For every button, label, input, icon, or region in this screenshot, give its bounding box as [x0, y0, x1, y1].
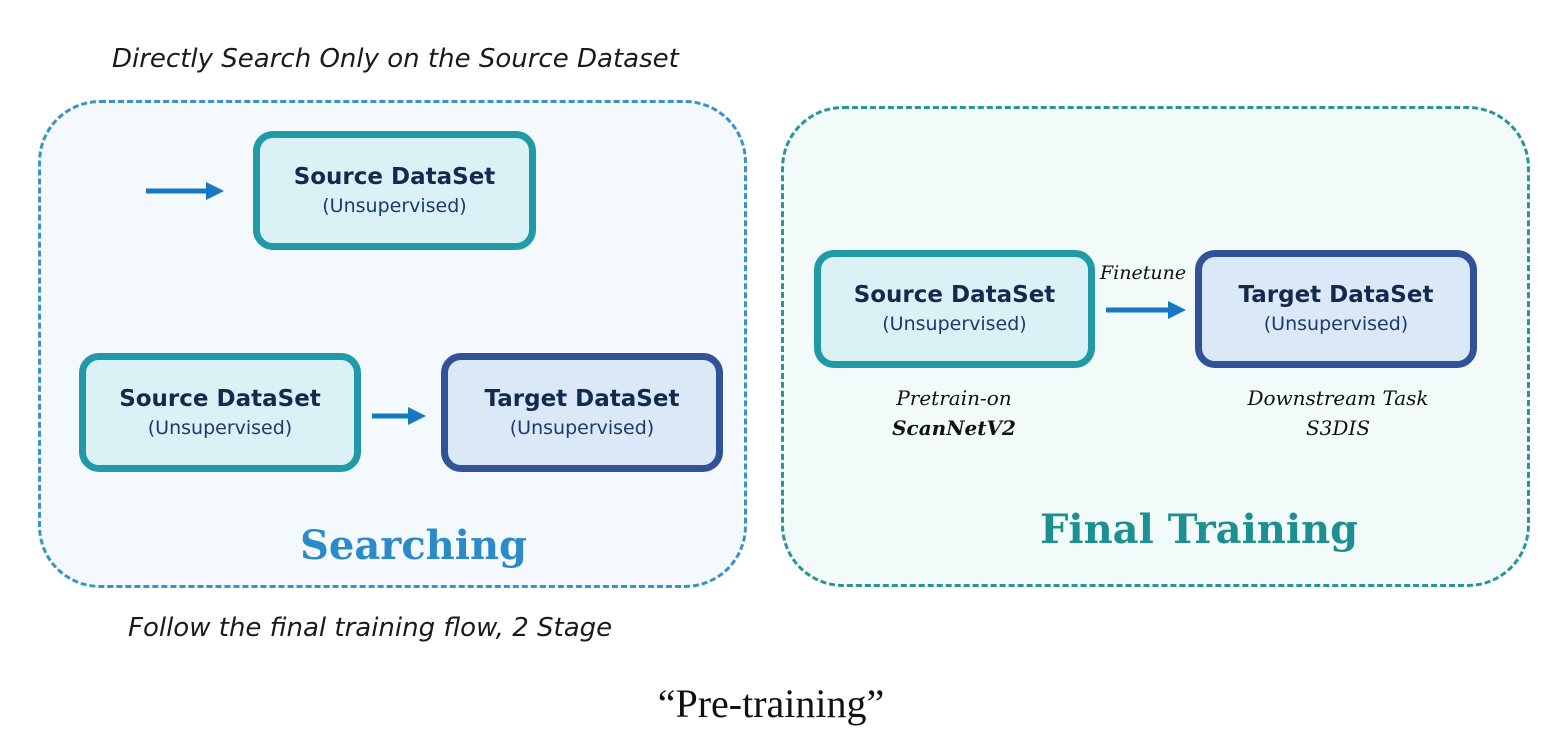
final-source-box: Source DataSet (Unsupervised) — [814, 250, 1095, 368]
final-training-title: Final Training — [1040, 506, 1359, 553]
pretrain-note: Pretrain-on ScanNetV2 — [854, 383, 1054, 443]
box-subtitle: (Unsupervised) — [322, 194, 467, 217]
arrow-source-to-target — [372, 405, 428, 427]
final-target-box: Target DataSet (Unsupervised) — [1195, 250, 1477, 368]
searching-top-source-box: Source DataSet (Unsupervised) — [253, 131, 536, 250]
searching-bottom-target-box: Target DataSet (Unsupervised) — [441, 353, 723, 472]
arrow-into-source — [146, 180, 226, 202]
pretrain-note-dataset: ScanNetV2 — [892, 416, 1016, 440]
box-title: Target DataSet — [1238, 282, 1434, 308]
downstream-note-line1: Downstream Task — [1247, 386, 1429, 410]
downstream-note: Downstream Task S3DIS — [1228, 383, 1448, 443]
downstream-note-dataset: S3DIS — [1305, 416, 1371, 440]
caption-direct-search: Directly Search Only on the Source Datas… — [112, 44, 679, 74]
pretrain-note-line1: Pretrain-on — [896, 386, 1012, 410]
box-subtitle: (Unsupervised) — [147, 416, 293, 439]
box-subtitle: (Unsupervised) — [882, 313, 1027, 335]
box-title: Source DataSet — [293, 163, 496, 190]
box-title: Target DataSet — [484, 385, 680, 412]
searching-bottom-source-box: Source DataSet (Unsupervised) — [79, 353, 361, 472]
figure-caption: “Pre-training” — [657, 681, 885, 726]
box-subtitle: (Unsupervised) — [1263, 313, 1409, 335]
caption-follow-flow: Follow the final training flow, 2 Stage — [128, 613, 613, 643]
box-title: Source DataSet — [119, 385, 321, 412]
searching-title: Searching — [300, 522, 528, 569]
box-title: Source DataSet — [853, 282, 1056, 308]
box-subtitle: (Unsupervised) — [509, 416, 655, 439]
finetune-label: Finetune — [1100, 262, 1187, 284]
arrow-finetune — [1106, 299, 1188, 321]
